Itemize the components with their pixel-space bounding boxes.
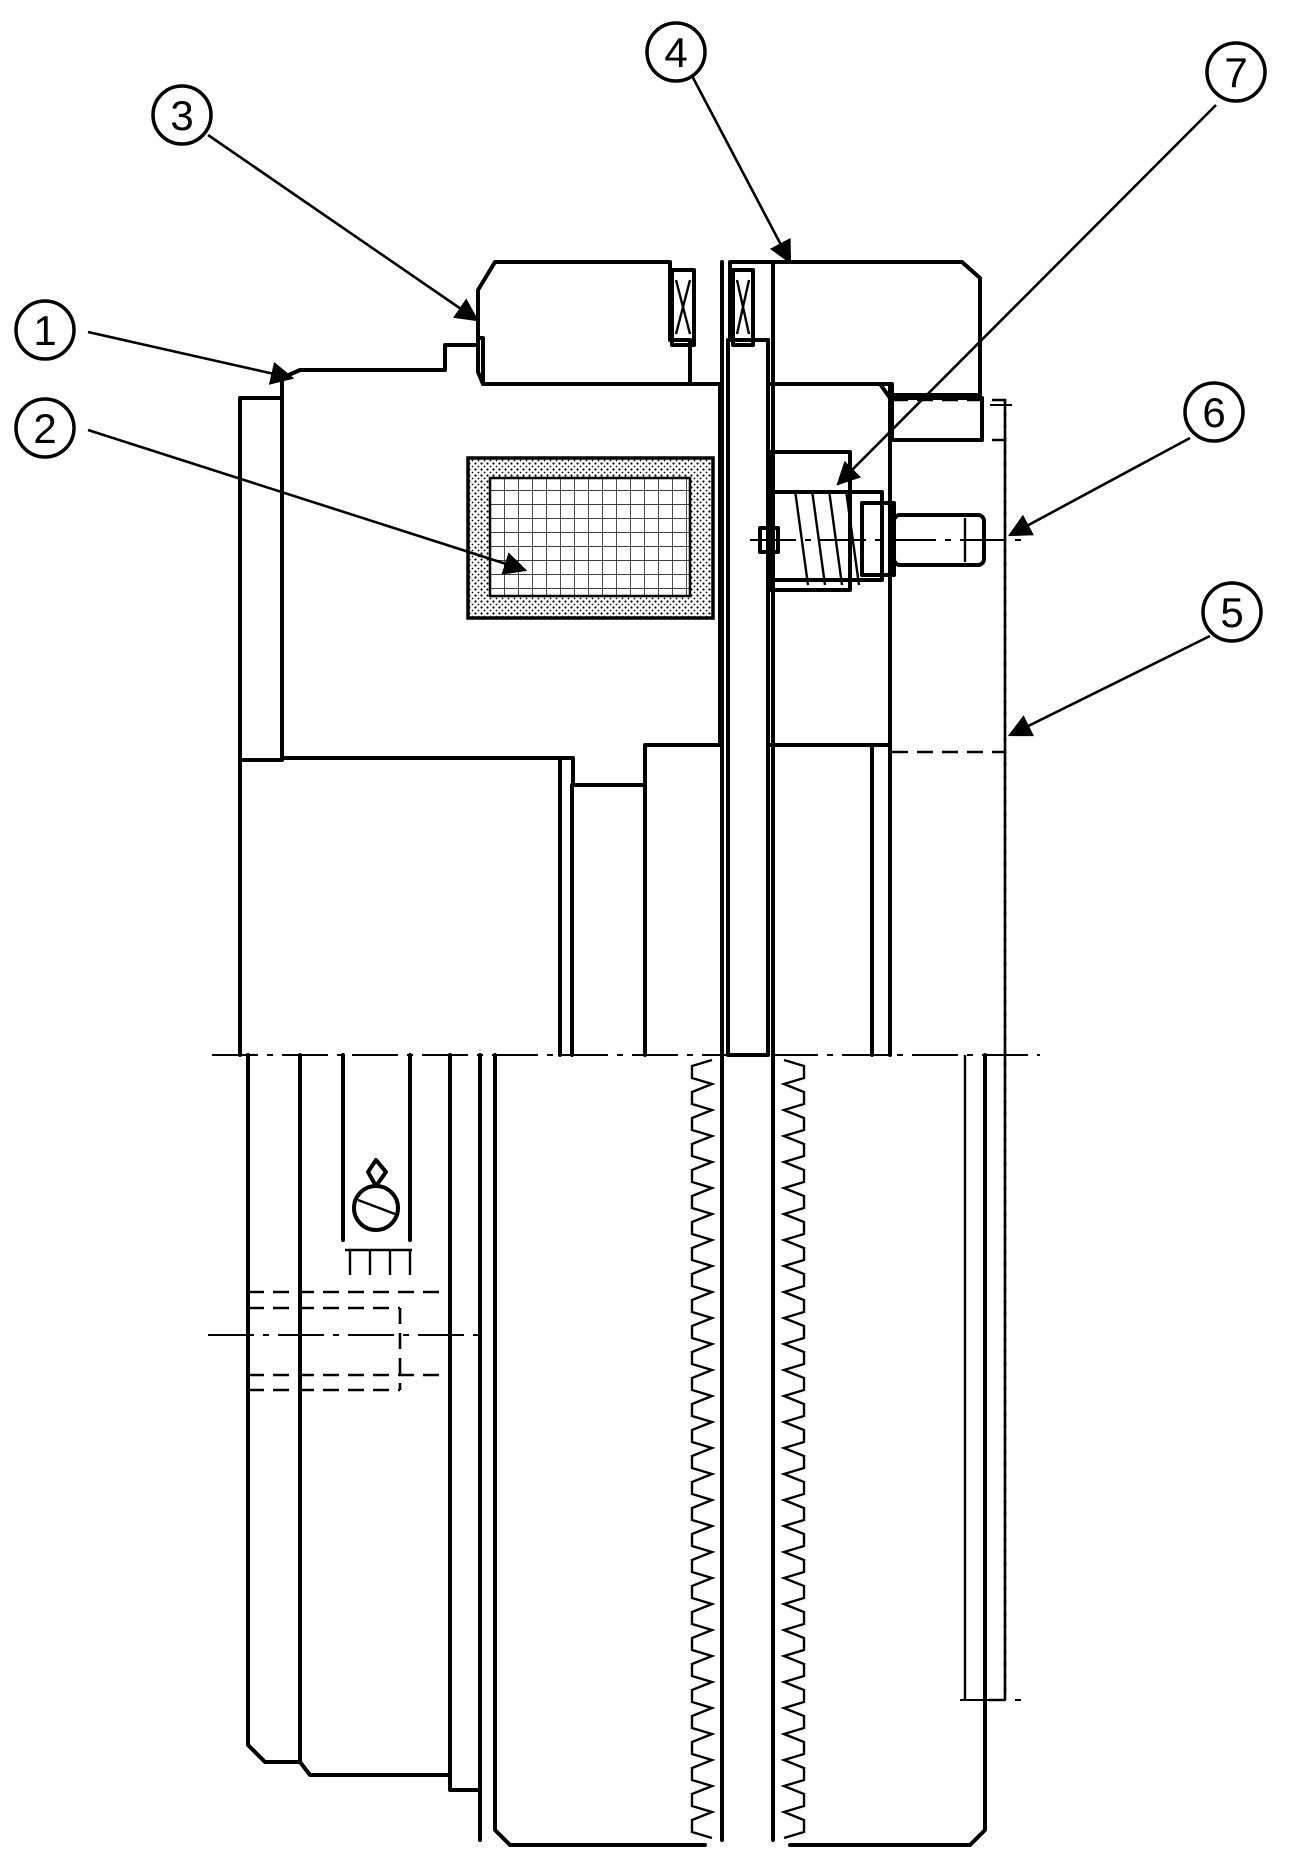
- coil: [466, 456, 715, 620]
- leader-lines: [87, 71, 1217, 737]
- brake-disc: [720, 260, 775, 1842]
- svg-text:2: 2: [33, 405, 56, 452]
- callout-6: 6: [1183, 381, 1245, 443]
- spring-assembly: [758, 489, 986, 586]
- callout-2: 2: [14, 397, 76, 459]
- callout-1: 1: [14, 299, 76, 361]
- callout-4: 4: [645, 21, 707, 83]
- friction-ring: [476, 260, 696, 386]
- callout-5: 5: [1201, 581, 1263, 643]
- serrations: [690, 1058, 806, 1840]
- svg-text:5: 5: [1220, 589, 1243, 636]
- svg-text:4: 4: [664, 29, 687, 76]
- svg-text:6: 6: [1202, 389, 1225, 436]
- svg-text:7: 7: [1224, 49, 1247, 96]
- center-lines: [208, 404, 1040, 1701]
- lower-body: [238, 758, 987, 1847]
- svg-text:3: 3: [170, 92, 193, 139]
- callout-3: 3: [151, 84, 213, 146]
- svg-text:1: 1: [33, 307, 56, 354]
- callout-7: 7: [1205, 41, 1267, 103]
